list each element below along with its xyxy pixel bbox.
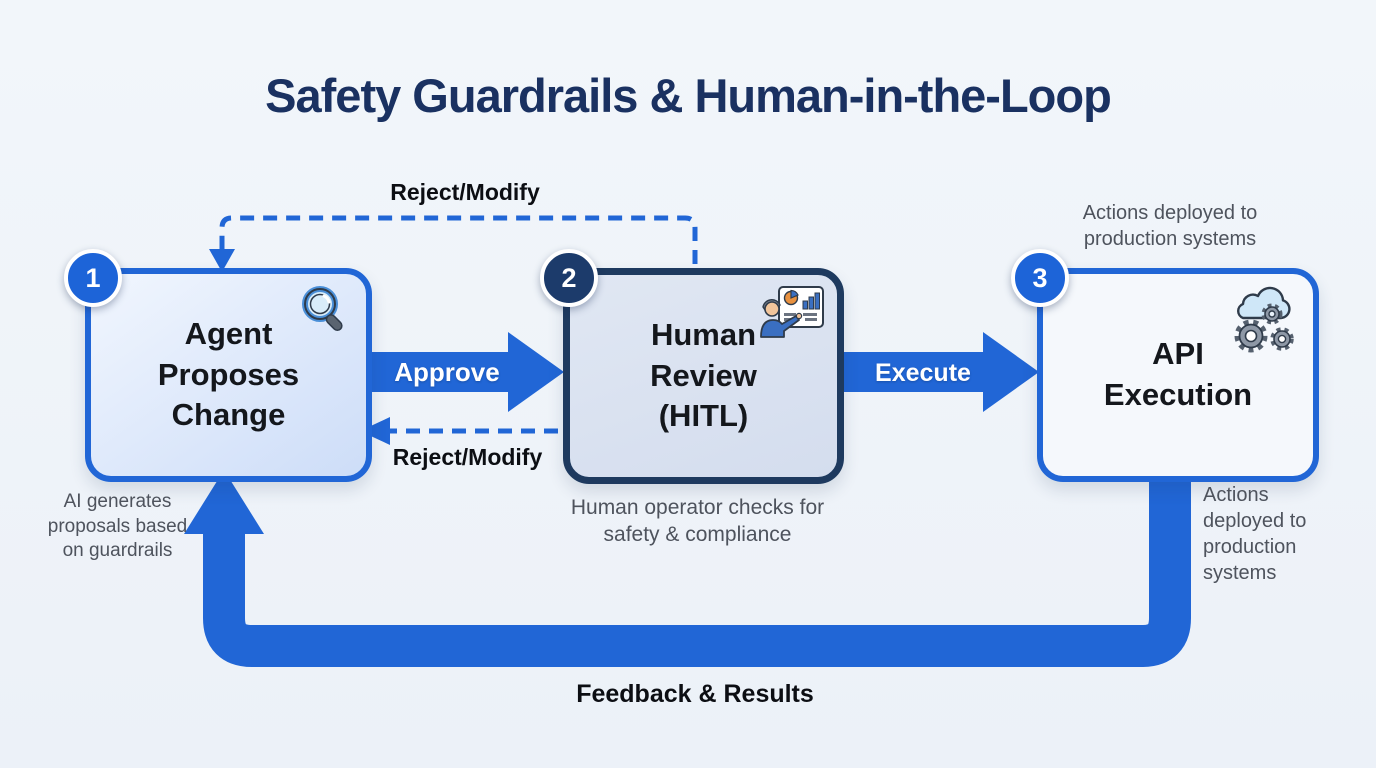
node-api-label: API Execution: [1103, 336, 1253, 412]
reject-top-dashed-line: [219, 215, 698, 264]
execute-label: Execute: [875, 359, 971, 387]
caption-api-top: Actions deployed to production systems: [1082, 202, 1258, 250]
magnifier-icon: [302, 286, 343, 331]
node-human-label: Human Review (HITL): [650, 316, 757, 434]
caption-agent: AI generates proposals based on guardrai…: [47, 491, 188, 562]
approve-label: Approve: [394, 357, 500, 387]
reject-top-arrowhead-icon: [209, 249, 235, 272]
page-title: Safety Guardrails & Human-in-the-Loop: [265, 69, 1112, 122]
node-agent-label: Agent Proposes Change: [157, 315, 300, 433]
step-badge-3: 3: [1011, 249, 1069, 307]
node-human-review: Human Review (HITL): [563, 268, 844, 484]
reject-modify-top-label: Reject/Modify: [390, 179, 540, 205]
node-api-execution: API Execution: [1037, 268, 1319, 482]
feedback-loop-band: [203, 466, 1191, 667]
caption-api-side: Actions deployed to production systems: [1203, 484, 1307, 584]
node-agent-proposes-change: Agent Proposes Change: [85, 268, 372, 482]
execute-arrow-icon: [830, 332, 1039, 412]
caption-human-review: Human operator checks for safety & compl…: [570, 496, 825, 547]
cloud-gears-icon: [1234, 286, 1294, 353]
step-badge-1: 1: [64, 249, 122, 307]
approve-arrow-icon: [360, 332, 564, 412]
step-badge-2: 2: [540, 249, 598, 307]
human-presenter-icon: [760, 286, 824, 338]
feedback-arrowhead-icon: [184, 470, 264, 534]
reject-modify-mid-label: Reject/Modify: [392, 444, 543, 470]
reject-mid-arrowhead-icon: [360, 417, 390, 445]
feedback-results-label: Feedback & Results: [576, 680, 814, 708]
